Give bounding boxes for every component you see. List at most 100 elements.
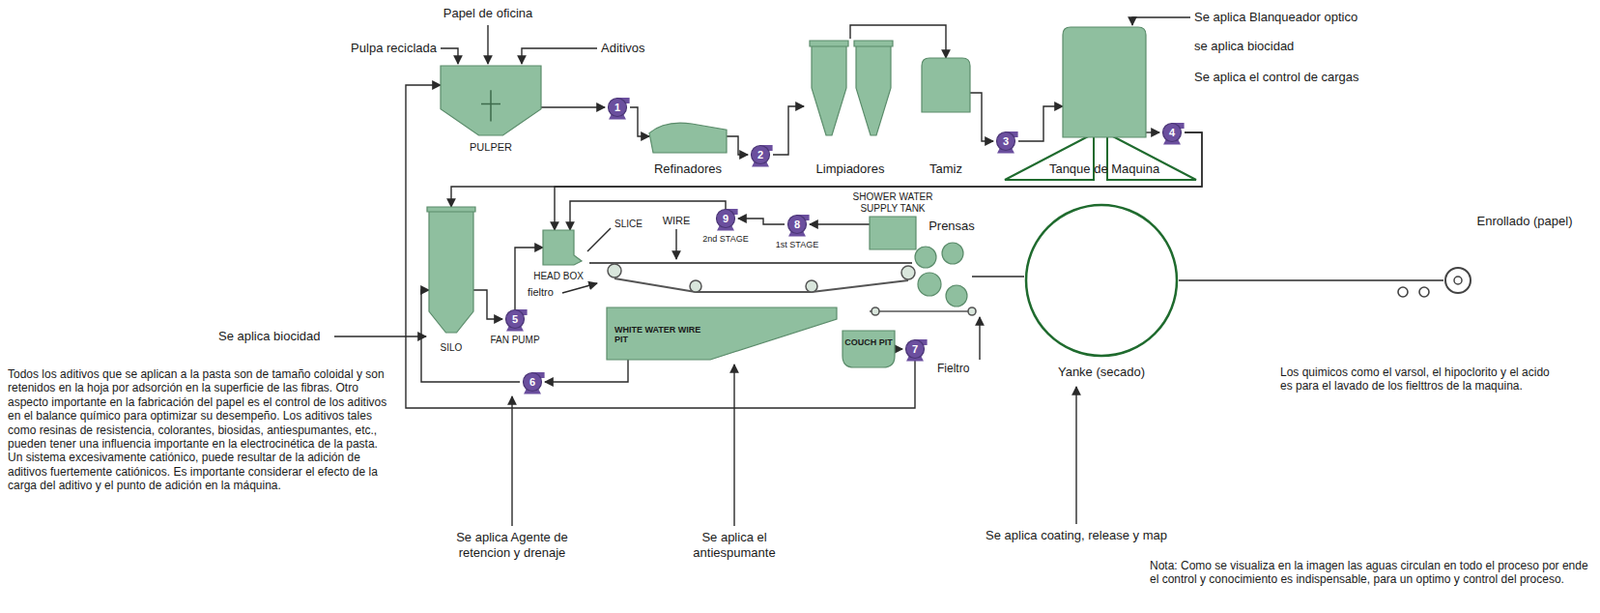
annotation-text: Pulpa reciclada — [350, 40, 437, 57]
flow-line — [1018, 106, 1063, 142]
input-arrow — [521, 48, 598, 64]
wire-leader — [675, 228, 677, 259]
pulper-vessel: PULPER — [440, 65, 542, 136]
head-box: HEAD BOX — [542, 229, 582, 265]
flow-line — [772, 106, 804, 155]
shape-part — [1026, 204, 1177, 356]
refiner-machine-outline — [649, 119, 727, 153]
flow-line — [570, 200, 726, 230]
equipment-label: Limpiadores — [816, 162, 886, 177]
annotation-text: Se aplica el control de cargas — [1194, 69, 1360, 86]
dosing-arrow — [1132, 17, 1191, 26]
pump-symbol: 92nd STAGE — [713, 208, 739, 230]
dosing-arrow — [1075, 386, 1077, 524]
supply-tank-outline — [869, 216, 916, 250]
annotation-text: se aplica biocidad — [1194, 38, 1294, 55]
shape-part — [440, 65, 542, 136]
annotation-text: Se aplica Blanqueador optico — [1194, 9, 1358, 26]
refiner-machine: Refinadores — [649, 119, 727, 153]
annotation-text: SLICE — [614, 218, 643, 230]
silo-vessel: SILO — [428, 206, 474, 339]
shape-part — [606, 307, 837, 360]
paper-reel-outline — [1443, 265, 1473, 295]
pump-symbol: 6 — [519, 371, 545, 394]
flow-line — [1178, 279, 1444, 281]
equipment-label: Tanque de Maquina — [1049, 162, 1160, 177]
pump-number: 4 — [1169, 126, 1175, 140]
forming-wire — [589, 262, 913, 292]
equipment-label: Refinadores — [654, 162, 722, 177]
annotation-text: Aditivos — [600, 40, 646, 57]
pump-symbol: 2 — [747, 144, 773, 167]
tank-vessel-outline — [1062, 27, 1146, 138]
cleaner-cones: Limpiadores — [803, 38, 897, 136]
shape-part — [945, 285, 968, 307]
dosing-arrow — [511, 396, 513, 526]
felt-roll — [968, 307, 976, 315]
roll — [689, 280, 702, 292]
shape-part — [906, 340, 925, 359]
equipment-label: SHOWER WATER SUPPLY TANK — [842, 191, 943, 214]
reel-rolls — [1398, 286, 1429, 297]
paper-reel: Enrollado (papel) — [1443, 265, 1473, 295]
flow-line — [629, 107, 650, 137]
shape-part — [649, 122, 727, 153]
pump-number: 7 — [912, 342, 918, 356]
shape-part — [809, 40, 849, 47]
shape-part — [914, 246, 937, 268]
pulper-vessel-outline — [440, 65, 542, 136]
roll — [1419, 286, 1429, 297]
dosing-arrow — [334, 335, 427, 337]
annotation-text: Los quimicos como el varsol, el hipoclor… — [1280, 365, 1561, 394]
input-arrow — [440, 48, 458, 64]
shape-part — [716, 209, 736, 229]
annotation-text: WIRE — [662, 214, 691, 228]
shape-part — [506, 310, 525, 329]
slice-leader — [587, 228, 611, 252]
pump-number: 8 — [794, 218, 800, 231]
equipment-label: Tamiz — [929, 162, 963, 177]
flow-line — [451, 132, 1202, 207]
shape-part — [917, 272, 942, 296]
annotation-text: Nota: Como se visualiza en la imagen las… — [1149, 558, 1590, 587]
yankee-dryer-outline — [1024, 202, 1179, 358]
flow-line — [544, 359, 629, 382]
tank-vessel: Tanque de Maquina — [1062, 27, 1146, 138]
shape-part — [811, 44, 847, 136]
pump-number: 9 — [722, 212, 729, 226]
annotation-text: Se aplica el antiespumante — [676, 529, 793, 560]
shape-part — [1445, 267, 1471, 293]
shape-part — [608, 98, 628, 117]
couch-pit-outline — [842, 330, 895, 368]
wire-rolls — [607, 263, 915, 292]
supply-tank: SHOWER WATER SUPPLY TANK — [869, 216, 916, 250]
pump-symbol: 7 — [902, 339, 928, 361]
roll — [607, 263, 622, 278]
annotation-text: Papel de oficina — [443, 5, 534, 22]
shape-part — [481, 89, 501, 121]
yankee-dryer: Yanke (secado) — [1024, 202, 1179, 358]
flow-line — [971, 275, 1025, 277]
pump-symbol: 81st STAGE — [784, 214, 810, 236]
head-box-outline — [542, 229, 582, 265]
annotation-text: fieltro — [527, 285, 554, 299]
felt-roll — [871, 307, 880, 315]
shape-part — [751, 145, 771, 165]
shape-part — [997, 132, 1016, 151]
equipment-label: Yanke (secado) — [1057, 365, 1145, 380]
shape-part — [869, 216, 916, 250]
shape-part — [523, 372, 543, 392]
silo-vessel-outline — [428, 206, 474, 339]
shape-part — [1454, 276, 1462, 285]
press-felt — [869, 307, 976, 315]
equipment-label: 2nd STAGE — [702, 233, 748, 244]
roll — [901, 265, 915, 280]
flow-line — [1145, 131, 1160, 133]
shape-part — [788, 215, 807, 234]
flow-line — [894, 347, 903, 349]
equipment-label: 1st STAGE — [775, 239, 819, 250]
felt-run — [869, 310, 976, 313]
shape-part — [854, 40, 893, 47]
wire-top-run — [589, 261, 913, 264]
